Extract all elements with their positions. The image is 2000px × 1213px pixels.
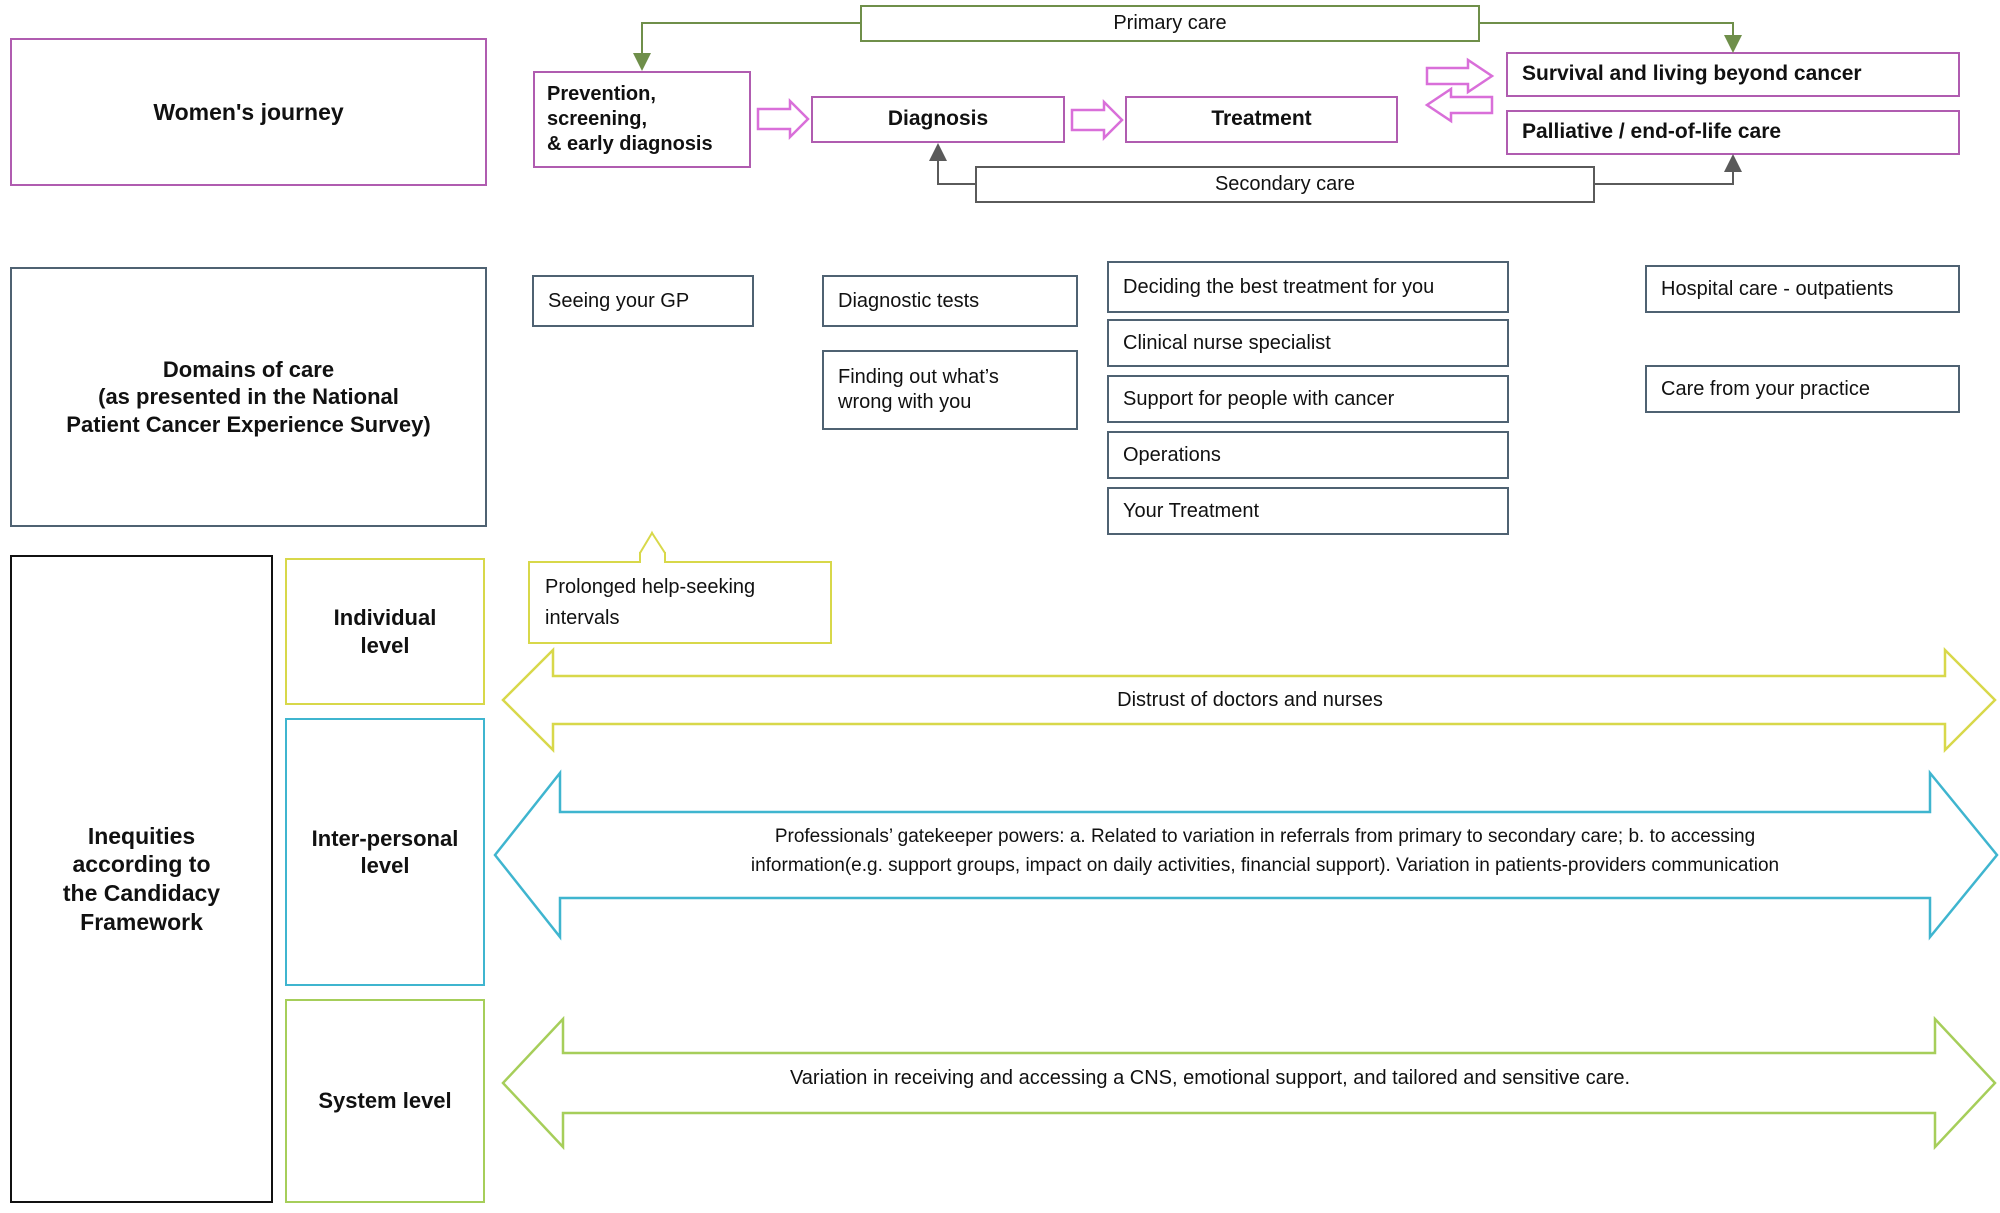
stage-prevention: Prevention, screening, & early diagnosis xyxy=(533,71,751,168)
primary-care-label: Primary care xyxy=(1113,12,1227,34)
arrow-label: Distrust of doctors and nurses xyxy=(1117,688,1383,711)
connector-primary-to-prevention xyxy=(633,23,860,71)
domain-item-hospital-care-outpatients: Hospital care - outpatients xyxy=(1645,265,1960,313)
domain-item-label: Hospital care - outpatients xyxy=(1661,277,1894,300)
arrow-text-inter-personal: Professionals’ gatekeeper powers: a. Rel… xyxy=(610,818,1910,898)
inequities-label-line-4: Framework xyxy=(80,908,203,935)
block-arrow-treatment-to-survival xyxy=(1427,60,1492,92)
block-arrow-prevention-to-diagnosis xyxy=(758,101,808,137)
domain-item-label: Your Treatment xyxy=(1123,499,1260,522)
connector-secondary-to-palliative xyxy=(1595,154,1742,184)
domain-item-support-for-people-with-cancer: Support for people with cancer xyxy=(1107,375,1509,423)
callout-line-1: Prolonged help-seeking xyxy=(577,580,789,602)
domains-of-care-label-box: Domains of care (as presented in the Nat… xyxy=(10,267,487,527)
arrow-text-system-top: Variation in receiving and accessing a C… xyxy=(560,1060,1860,1096)
domain-item-your-treatment: Your Treatment xyxy=(1107,487,1509,535)
level-label-line-1: Inter-personal xyxy=(311,825,459,851)
arrow-text-inter-personal-top: Professionals’ gatekeeper powers: a. Rel… xyxy=(610,822,1920,890)
stage-survival: Survival and living beyond cancer xyxy=(1506,52,1960,97)
double-arrow-system xyxy=(503,1019,1995,1147)
inequities-label-line-1: Inequities xyxy=(87,822,196,849)
domain-item-label: Care from your practice xyxy=(1661,377,1870,400)
connector-secondary-to-diagnosis xyxy=(929,143,975,184)
domain-item-operations: Operations xyxy=(1107,431,1509,479)
domain-item-label: Operations xyxy=(1123,443,1221,466)
stage-prevention-label: Prevention, screening, & early diagnosis xyxy=(547,83,713,155)
arrow-label-individual: Distrust of doctors and nurses xyxy=(1117,688,1383,711)
callout-line-2: intervals xyxy=(645,611,721,633)
domain-item-deciding-best-treatment: Deciding the best treatment for you xyxy=(1107,261,1509,313)
block-arrow-diagnosis-to-treatment xyxy=(1072,102,1122,138)
secondary-care-band: Secondary care xyxy=(975,166,1595,203)
arrow-text-system: Variation in receiving and accessing a C… xyxy=(560,1057,1860,1107)
double-arrow-individual xyxy=(503,650,1995,750)
level-label-line-2: level xyxy=(360,632,410,658)
domain-item-clinical-nurse-specialist: Clinical nurse specialist xyxy=(1107,319,1509,367)
domain-item-label: Seeing your GP xyxy=(548,289,690,312)
domain-item-label: Clinical nurse specialist xyxy=(1123,331,1331,354)
arrow-text-individual-top: Distrust of doctors and nurses xyxy=(600,682,1900,718)
inequities-label-line-3: the Candidacy xyxy=(62,880,221,906)
womens-journey-label: Women's journey xyxy=(153,98,344,125)
domain-item-finding-out-whats-wrong: Finding out what’s wrong with you xyxy=(822,350,1078,430)
domains-label-line-3: Patient Cancer Experience Survey) xyxy=(66,411,431,437)
domain-item-label: Deciding the best treatment for you xyxy=(1123,275,1435,298)
stage-survival-label: Survival and living beyond cancer xyxy=(1522,62,1862,86)
stage-palliative: Palliative / end-of-life care xyxy=(1506,110,1960,155)
arrow-label-system: Variation in receiving and accessing a C… xyxy=(789,1066,1631,1089)
arrow-label: Variation in receiving and accessing a C… xyxy=(789,1070,1631,1093)
arrow-label-ip-2: information(e.g. support groups, impact … xyxy=(750,855,1780,877)
domain-item-label: Support for people with cancer xyxy=(1123,387,1395,410)
arrow-text-individual: Distrust of doctors and nurses xyxy=(600,672,1900,728)
domain-item-seeing-your-gp: Seeing your GP xyxy=(532,275,754,327)
stage-palliative-label: Palliative / end-of-life care xyxy=(1522,120,1782,144)
domains-label-line-2: (as presented in the National xyxy=(98,384,399,410)
double-arrow-inter-personal xyxy=(495,773,1997,937)
callout-prolonged-text-top: Prolonged help-seeking intervals xyxy=(545,572,835,642)
callout-top-line-2: intervals xyxy=(545,607,620,629)
domain-item-label: Diagnostic tests xyxy=(838,289,980,312)
stage-diagnosis: Diagnosis xyxy=(811,96,1065,143)
arrow-label-line-2: information(e.g. support groups, impact … xyxy=(745,851,1775,873)
block-arrow-survival-to-treatment xyxy=(1427,89,1492,121)
connector-primary-to-survival xyxy=(1480,23,1742,53)
secondary-care-label: Secondary care xyxy=(1214,173,1356,195)
domain-item-label: Finding out what’s wrong with you xyxy=(838,366,999,413)
domains-label-line-1: Domains of care xyxy=(162,356,335,382)
domain-item-diagnostic-tests: Diagnostic tests xyxy=(822,275,1078,327)
domain-item-care-from-your-practice: Care from your practice xyxy=(1645,365,1960,413)
arrow-label-ip-1: Professionals’ gatekeeper powers: a. Rel… xyxy=(774,826,1756,847)
inequities-label-box: Inequities according to the Candidacy Fr… xyxy=(10,555,273,1203)
callout-prolonged-help-seeking-shape xyxy=(529,533,831,643)
level-box-individual: Individual level xyxy=(285,558,485,705)
level-label-line-2: level xyxy=(360,853,410,878)
stage-diagnosis-label: Diagnosis xyxy=(887,107,989,131)
callout-prolonged-help-seeking-text: Prolonged help-seeking intervals xyxy=(538,568,828,652)
level-label-line-1: Individual xyxy=(333,605,437,630)
inequities-label-line-2: according to xyxy=(72,851,211,878)
stage-treatment-label: Treatment xyxy=(1211,107,1312,131)
stage-treatment: Treatment xyxy=(1125,96,1398,143)
level-box-inter-personal: Inter-personal level xyxy=(285,718,485,986)
level-label-line-1: System level xyxy=(318,1088,452,1114)
callout-top-line-1: Prolonged help-seeking xyxy=(545,576,756,598)
arrow-label-line-1: Professionals’ gatekeeper powers: a. Rel… xyxy=(769,822,1751,843)
level-box-system: System level xyxy=(285,999,485,1203)
primary-care-band: Primary care xyxy=(860,5,1480,42)
womens-journey-label-box: Women's journey xyxy=(10,38,487,186)
